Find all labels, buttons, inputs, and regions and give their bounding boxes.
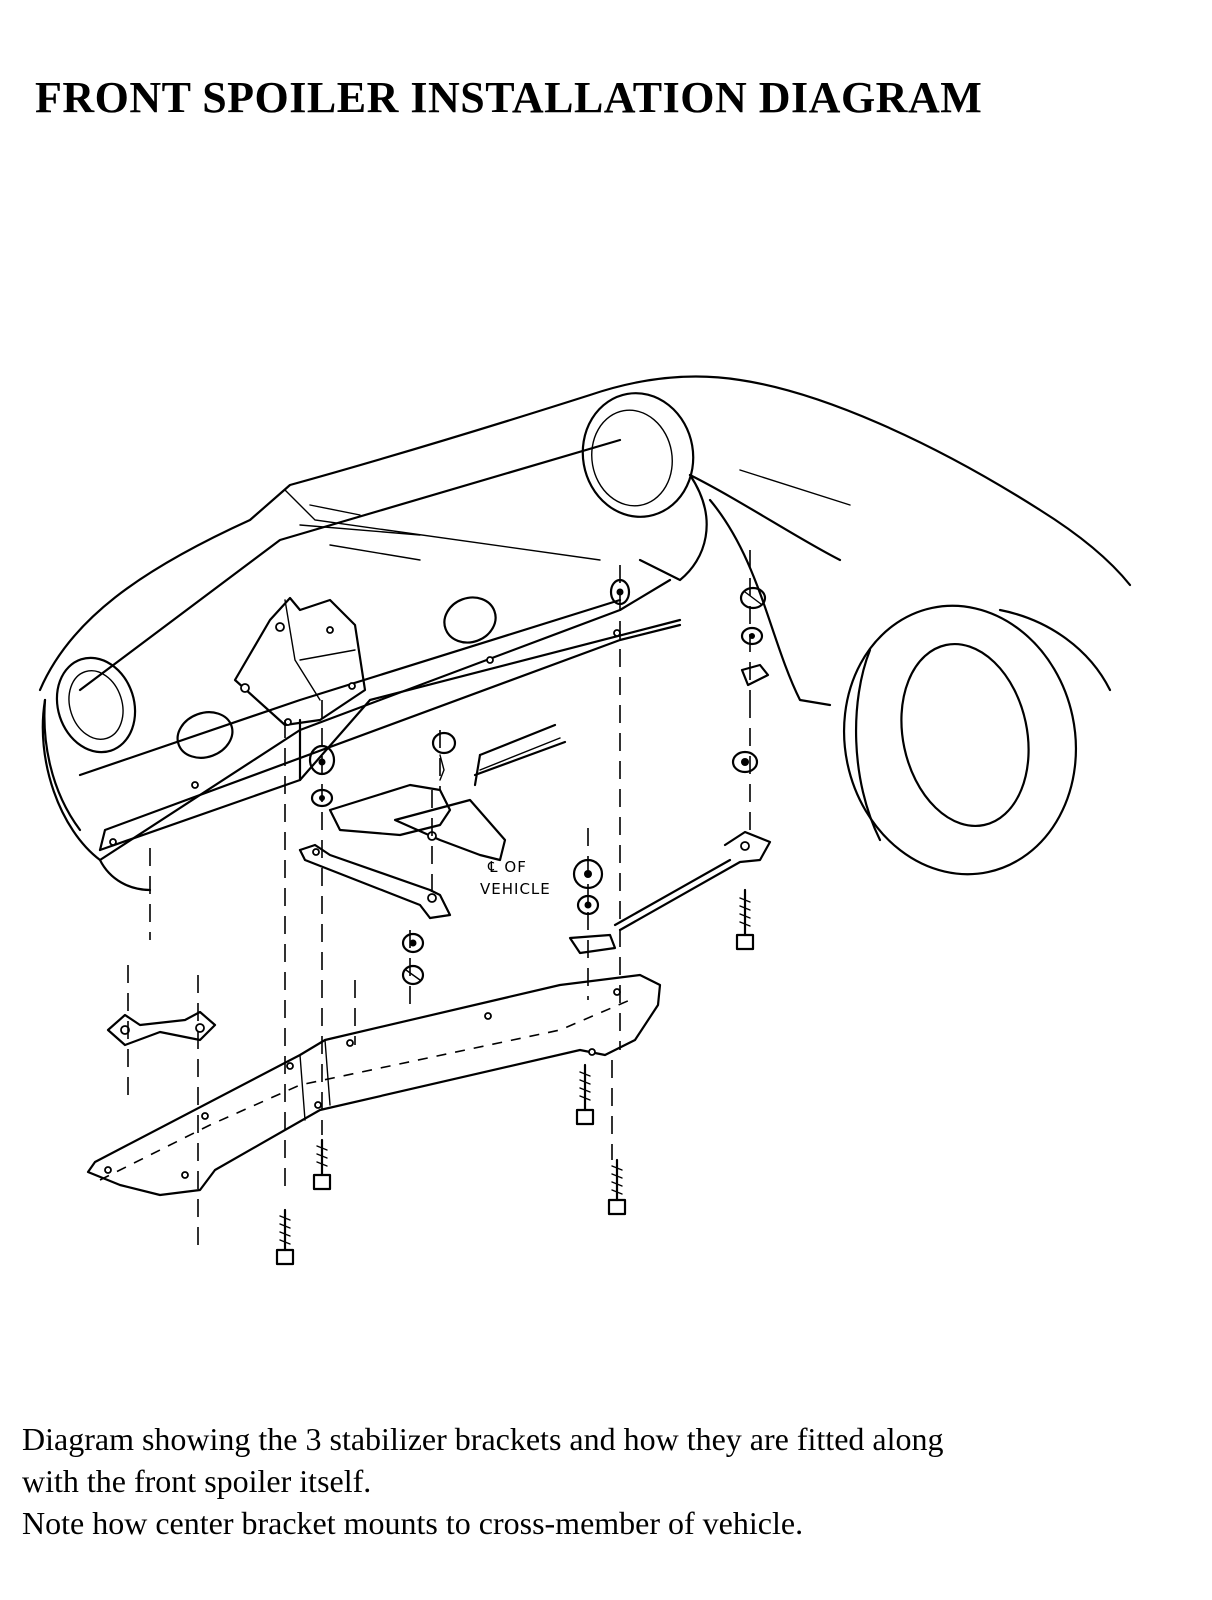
cross-member	[473, 723, 567, 787]
left-stabilizer-bracket	[106, 1010, 217, 1047]
front-spoiler	[86, 973, 662, 1197]
assembly-alignment-lines	[127, 550, 751, 1250]
vehicle-front-end	[38, 375, 1132, 892]
caption-line-1: Diagram showing the 3 stabilizer bracket…	[22, 1421, 944, 1457]
center-stabilizer-bracket	[298, 783, 507, 920]
right-stabilizer-bracket	[568, 830, 772, 955]
left-bumper-bracket	[233, 596, 367, 727]
centerline-label-line2: VEHICLE	[480, 880, 551, 898]
vehicle-centerline-label: ℄ OF VEHICLE	[480, 858, 551, 898]
page-title: FRONT SPOILER INSTALLATION DIAGRAM	[35, 73, 983, 122]
caption-line-2: with the front spoiler itself.	[22, 1463, 372, 1499]
fasteners	[275, 578, 770, 1266]
caption-line-3: Note how center bracket mounts to cross-…	[22, 1505, 804, 1541]
diagram-caption: Diagram showing the 3 stabilizer bracket…	[22, 1418, 1172, 1544]
centerline-label-line1: ℄ OF	[487, 858, 527, 876]
